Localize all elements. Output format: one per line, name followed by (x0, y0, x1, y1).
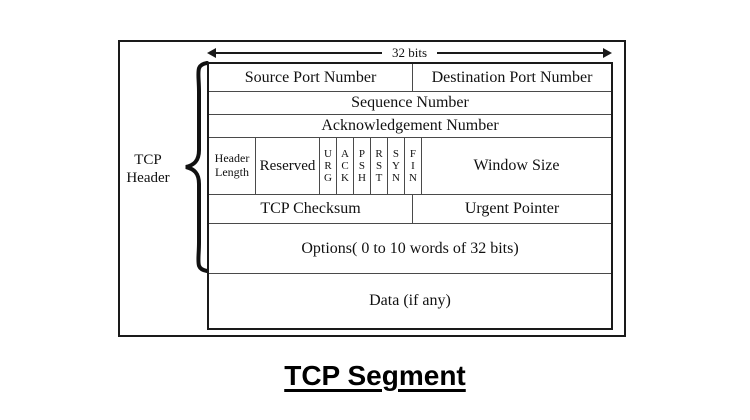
row-data: Data (if any) (209, 274, 611, 328)
arrow-line-left (216, 51, 382, 54)
field-source-port: Source Port Number (209, 64, 413, 91)
row-ports: Source Port Number Destination Port Numb… (209, 64, 611, 92)
flag-urg: U R G (320, 138, 337, 194)
field-tcp-checksum: TCP Checksum (209, 195, 413, 223)
flag-syn: S Y N (388, 138, 405, 194)
row-sequence-number: Sequence Number (209, 92, 611, 115)
field-sequence-number: Sequence Number (351, 94, 469, 111)
tcp-header-table: Source Port Number Destination Port Numb… (207, 62, 613, 330)
tcp-header-label: TCP Header (126, 152, 170, 186)
field-acknowledgement-number: Acknowledgement Number (321, 117, 499, 134)
flag-ack: A C K (337, 138, 354, 194)
row-flags: Header Length Reserved U R G A C K P S H… (209, 138, 611, 195)
flag-fin: F I N (405, 138, 422, 194)
bit-width-arrow: 32 bits (207, 44, 613, 60)
field-reserved: Reserved (256, 138, 320, 194)
field-urgent-pointer: Urgent Pointer (464, 200, 560, 217)
right-arrowhead-icon (603, 47, 613, 58)
row-checksum: TCP Checksum Urgent Pointer (209, 195, 611, 224)
diagram-caption-text: TCP Segment (284, 360, 466, 391)
row-acknowledgement-number: Acknowledgement Number (209, 115, 611, 138)
row-options: Options( 0 to 10 words of 32 bits) (209, 224, 611, 274)
field-options: Options( 0 to 10 words of 32 bits) (301, 239, 519, 257)
bit-width-label: 32 bits (391, 44, 428, 60)
field-window-size: Window Size (473, 157, 560, 174)
flag-rst: R S T (371, 138, 388, 194)
field-destination-port: Destination Port Number (431, 68, 593, 86)
field-data: Data (if any) (369, 292, 451, 309)
arrow-line-right (437, 51, 604, 54)
left-arrowhead-icon (207, 47, 216, 58)
diagram-caption: TCP Segment (0, 360, 750, 392)
curly-brace (185, 61, 209, 273)
field-header-length: Header Length (209, 138, 256, 194)
flag-psh: P S H (354, 138, 371, 194)
